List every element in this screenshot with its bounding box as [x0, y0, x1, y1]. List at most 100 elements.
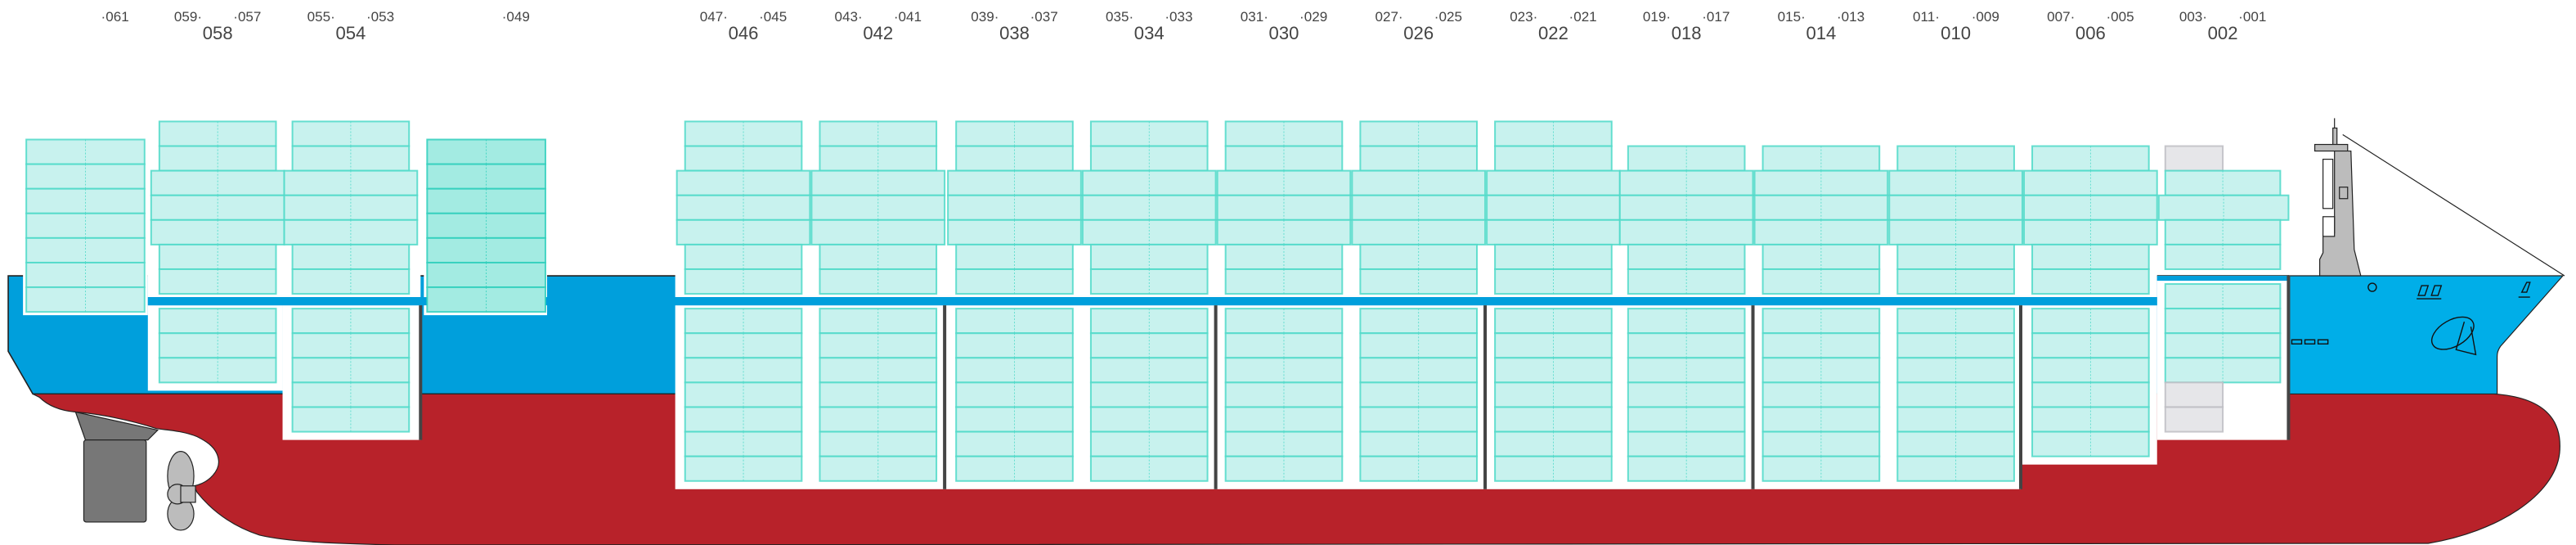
- container-slot[interactable]: [819, 357, 938, 384]
- container-slot[interactable]: [684, 332, 803, 359]
- container-slot[interactable]: [1627, 357, 1746, 384]
- container-slot[interactable]: [947, 169, 1082, 196]
- container-slot[interactable]: [150, 194, 285, 221]
- container-slot[interactable]: [819, 332, 938, 359]
- container-slot[interactable]: [947, 194, 1082, 221]
- container-slot[interactable]: [810, 194, 946, 221]
- container-slot[interactable]: [1896, 145, 2015, 172]
- container-slot[interactable]: [1761, 455, 1881, 482]
- empty-slot[interactable]: [2164, 406, 2224, 433]
- container-slot[interactable]: [426, 163, 546, 190]
- container-slot[interactable]: [675, 169, 811, 196]
- container-slot[interactable]: [1627, 455, 1746, 482]
- container-slot[interactable]: [1761, 332, 1881, 359]
- container-slot[interactable]: [1359, 308, 1479, 335]
- container-slot[interactable]: [819, 308, 938, 335]
- container-slot[interactable]: [2164, 169, 2282, 196]
- container-slot[interactable]: [1089, 455, 1209, 482]
- container-slot[interactable]: [2164, 218, 2282, 245]
- container-slot[interactable]: [1494, 268, 1613, 295]
- container-slot[interactable]: [1089, 430, 1209, 457]
- container-slot[interactable]: [1486, 218, 1621, 245]
- container-slot[interactable]: [1627, 308, 1746, 335]
- container-slot[interactable]: [684, 381, 803, 408]
- container-slot[interactable]: [684, 145, 803, 172]
- container-slot[interactable]: [1081, 218, 1217, 245]
- container-slot[interactable]: [1224, 430, 1344, 457]
- container-slot[interactable]: [955, 268, 1074, 295]
- container-slot[interactable]: [1089, 357, 1209, 384]
- container-slot[interactable]: [1627, 145, 1746, 172]
- container-slot[interactable]: [1494, 120, 1613, 147]
- container-slot[interactable]: [819, 406, 938, 433]
- container-slot[interactable]: [2031, 430, 2150, 457]
- container-slot[interactable]: [1494, 308, 1613, 335]
- container-slot[interactable]: [810, 169, 946, 196]
- container-slot[interactable]: [1761, 145, 1881, 172]
- container-slot[interactable]: [1761, 381, 1881, 408]
- container-slot[interactable]: [1351, 194, 1487, 221]
- container-slot[interactable]: [684, 268, 803, 295]
- container-slot[interactable]: [1216, 169, 1352, 196]
- container-slot[interactable]: [1486, 169, 1621, 196]
- container-slot[interactable]: [2157, 194, 2290, 221]
- container-slot[interactable]: [1896, 455, 2015, 482]
- container-slot[interactable]: [25, 261, 146, 289]
- container-slot[interactable]: [1224, 357, 1344, 384]
- container-slot[interactable]: [1359, 406, 1479, 433]
- container-slot[interactable]: [426, 286, 546, 313]
- container-slot[interactable]: [1089, 243, 1209, 270]
- container-slot[interactable]: [158, 357, 277, 384]
- container-slot[interactable]: [955, 357, 1074, 384]
- container-slot[interactable]: [1359, 381, 1479, 408]
- container-slot[interactable]: [1359, 145, 1479, 172]
- empty-slot[interactable]: [2164, 381, 2224, 408]
- container-slot[interactable]: [1753, 218, 1889, 245]
- container-slot[interactable]: [1224, 381, 1344, 408]
- container-slot[interactable]: [1761, 406, 1881, 433]
- container-slot[interactable]: [1494, 243, 1613, 270]
- container-slot[interactable]: [1888, 194, 2023, 221]
- container-slot[interactable]: [291, 145, 411, 172]
- container-slot[interactable]: [1351, 169, 1487, 196]
- container-slot[interactable]: [2164, 357, 2282, 384]
- container-slot[interactable]: [684, 357, 803, 384]
- container-slot[interactable]: [819, 455, 938, 482]
- container-slot[interactable]: [1494, 430, 1613, 457]
- container-slot[interactable]: [1896, 406, 2015, 433]
- container-slot[interactable]: [684, 120, 803, 147]
- container-slot[interactable]: [1627, 430, 1746, 457]
- container-slot[interactable]: [1753, 194, 1889, 221]
- container-slot[interactable]: [1359, 455, 1479, 482]
- container-slot[interactable]: [1359, 430, 1479, 457]
- container-slot[interactable]: [25, 286, 146, 313]
- container-slot[interactable]: [291, 406, 411, 433]
- container-slot[interactable]: [2022, 194, 2158, 221]
- container-slot[interactable]: [684, 243, 803, 270]
- container-slot[interactable]: [1081, 194, 1217, 221]
- container-slot[interactable]: [291, 332, 411, 359]
- container-slot[interactable]: [2022, 169, 2158, 196]
- container-slot[interactable]: [1888, 218, 2023, 245]
- container-slot[interactable]: [1216, 218, 1352, 245]
- container-slot[interactable]: [1896, 381, 2015, 408]
- container-slot[interactable]: [955, 145, 1074, 172]
- container-slot[interactable]: [2164, 243, 2282, 270]
- container-slot[interactable]: [1627, 406, 1746, 433]
- container-slot[interactable]: [2031, 268, 2150, 295]
- container-slot[interactable]: [1618, 169, 1754, 196]
- container-slot[interactable]: [158, 243, 277, 270]
- container-slot[interactable]: [684, 455, 803, 482]
- container-slot[interactable]: [2031, 357, 2150, 384]
- container-slot[interactable]: [1224, 120, 1344, 147]
- container-slot[interactable]: [1224, 268, 1344, 295]
- container-slot[interactable]: [291, 120, 411, 147]
- container-slot[interactable]: [1359, 268, 1479, 295]
- container-slot[interactable]: [1627, 268, 1746, 295]
- container-slot[interactable]: [1216, 194, 1352, 221]
- container-slot[interactable]: [955, 430, 1074, 457]
- container-slot[interactable]: [2031, 406, 2150, 433]
- container-slot[interactable]: [25, 236, 146, 263]
- container-slot[interactable]: [291, 268, 411, 295]
- container-slot[interactable]: [955, 243, 1074, 270]
